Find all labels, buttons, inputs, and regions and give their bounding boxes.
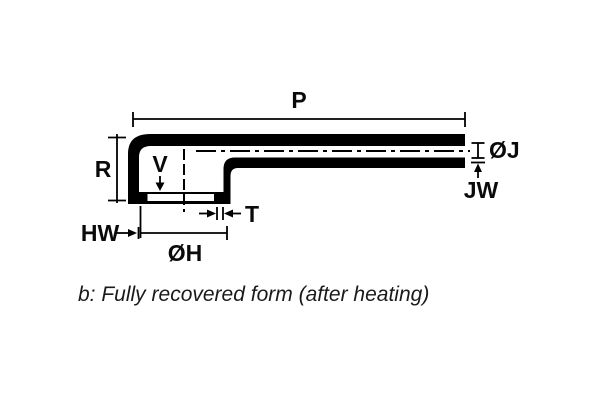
dimension-jw: JW [464,161,499,203]
j-diameter-label: ØJ [489,137,520,163]
dimension-j-diameter: ØJ [471,137,520,163]
figure-caption: b: Fully recovered form (after heating) [78,283,429,306]
dimension-h-diameter: ØH [139,206,228,266]
dimension-r: R [95,134,126,203]
r-label: R [95,156,112,182]
jw-up-arrow-icon [474,163,482,172]
boot-interior-bore [139,146,465,192]
dimension-hw: HW [81,220,140,246]
dimension-v: V [152,151,168,191]
boot-cross-section [128,134,465,204]
p-label: P [291,87,306,113]
recovered-mouth-slot [147,194,214,201]
t-left-arrow-icon [224,209,233,218]
v-label: V [152,151,168,177]
t-right-arrow-icon [207,209,216,218]
jw-label: JW [464,177,499,203]
v-down-arrow-icon [155,182,165,191]
centerlines [183,149,470,212]
hw-right-arrow-icon [128,229,137,237]
t-label: T [245,201,259,227]
h-diameter-label: ØH [168,240,203,266]
dimension-t: T [199,201,259,227]
hw-label: HW [81,220,120,246]
dimension-p: P [132,87,466,127]
